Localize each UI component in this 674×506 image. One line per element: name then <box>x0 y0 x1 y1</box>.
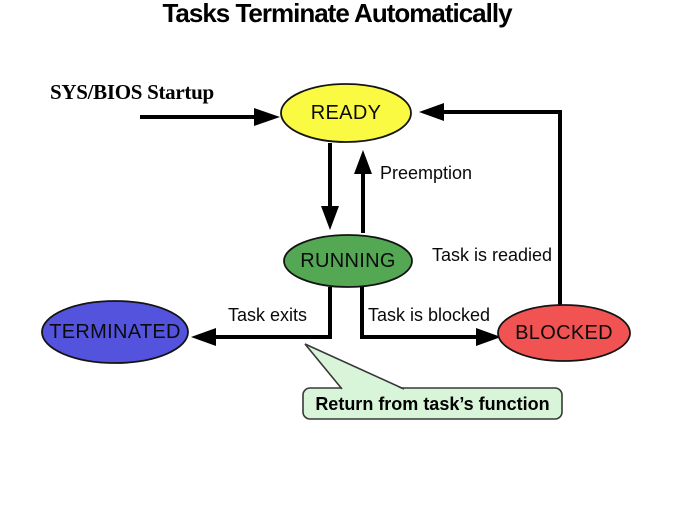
task-readied-label: Task is readied <box>432 245 553 265</box>
blocked-label: BLOCKED <box>515 322 613 344</box>
arrow-running-to-terminated <box>191 287 332 346</box>
preemption-label: Preemption <box>380 163 473 183</box>
running-label: RUNNING <box>300 250 396 272</box>
terminated-node <box>41 300 189 364</box>
ready-node <box>280 83 412 143</box>
callout-text: Return from task’s function <box>315 393 550 414</box>
diagram-title: Tasks Terminate Automatically <box>162 0 512 28</box>
arrow-running-to-blocked <box>360 287 501 346</box>
ready-label: READY <box>310 102 382 124</box>
blocked-node <box>497 304 631 362</box>
callout-box <box>302 387 563 420</box>
arrow-running-to-ready <box>354 150 372 233</box>
callout-pointer-outline <box>304 343 405 390</box>
arrow-ready-to-running <box>321 143 339 230</box>
arrow-blocked-to-ready <box>419 103 562 306</box>
task-blocked-label: Task is blocked <box>368 305 491 325</box>
running-node <box>283 234 413 288</box>
startup-label: SYS/BIOS Startup <box>50 80 214 104</box>
terminated-label: TERMINATED <box>49 321 181 343</box>
startup-arrow <box>140 108 280 126</box>
task-exits-label: Task exits <box>228 305 308 325</box>
